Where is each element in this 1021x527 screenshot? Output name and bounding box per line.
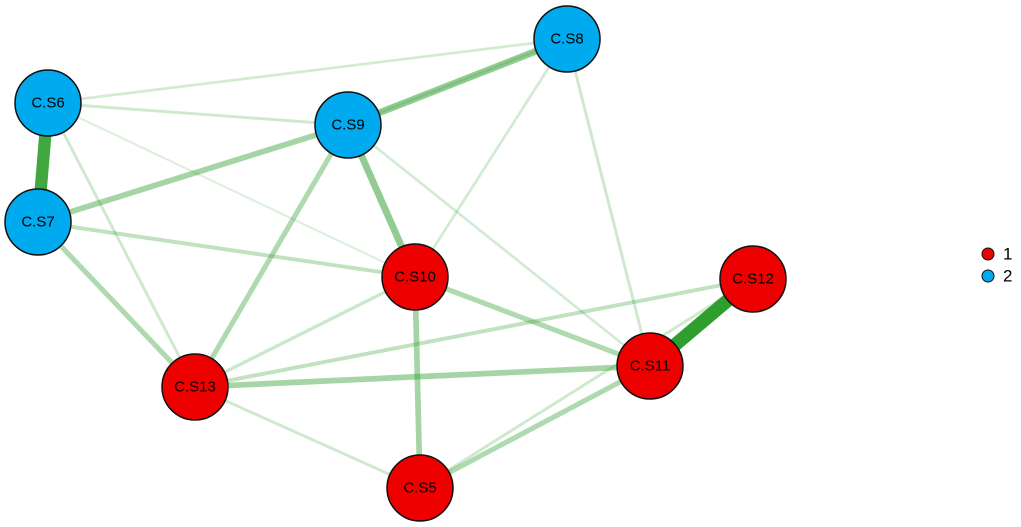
node-label: C.S8 [550, 31, 583, 48]
edge-c-s9-c-s11 [346, 123, 652, 368]
edge-c-s6-c-s8 [46, 37, 569, 105]
node-c-s12: C.S12 [719, 245, 787, 313]
node-circle [533, 5, 601, 73]
node-c-s5: C.S5 [386, 454, 454, 522]
edge-c-s10-c-s5 [412, 274, 423, 491]
edge-c-s6-c-s10 [46, 101, 417, 279]
legend-item-1: 1 [981, 245, 1012, 264]
node-c-s7: C.S7 [4, 188, 72, 256]
edge-c-s7-c-s9 [35, 122, 351, 225]
edge-c-s9-c-s13 [192, 122, 351, 390]
node-circle [314, 91, 382, 159]
edge-c-s8-c-s10 [413, 37, 569, 279]
node-c-s10: C.S10 [381, 243, 449, 311]
node-label: C.S11 [630, 358, 671, 375]
edge-c-s7-c-s13 [35, 219, 198, 390]
node-c-s11: C.S11 [616, 332, 684, 400]
legend-item-2: 2 [981, 267, 1012, 286]
edge-c-s9-c-s8 [344, 35, 571, 129]
edge-c-s10-c-s11 [412, 274, 653, 369]
node-c-s6: C.S6 [14, 69, 82, 137]
node-circle [161, 353, 229, 421]
node-circle [616, 332, 684, 400]
node-label: C.S9 [331, 117, 364, 134]
edge-c-s5-c-s11 [417, 363, 653, 491]
node-label: C.S5 [403, 480, 436, 497]
node-label: C.S7 [21, 214, 54, 231]
legend-swatch [981, 247, 995, 261]
node-label: C.S12 [732, 271, 774, 288]
edge-c-s13-c-s10 [193, 275, 417, 389]
node-label: C.S6 [31, 95, 64, 112]
edge-c-s6-c-s13 [46, 101, 197, 389]
node-c-s13: C.S13 [161, 353, 229, 421]
edge-c-s8-c-s9 [346, 37, 569, 127]
node-c-s9: C.S9 [314, 91, 382, 159]
edge-c-s13-c-s11 [192, 363, 653, 390]
node-circle [4, 188, 72, 256]
edge-c-s6-c-s9 [46, 101, 350, 127]
legend-label: 2 [1003, 267, 1012, 286]
node-circle [381, 243, 449, 311]
node-label: C.S13 [174, 379, 216, 396]
node-circle [386, 454, 454, 522]
edge-c-s5-c-s12 [418, 277, 755, 490]
node-label: C.S10 [394, 269, 436, 286]
node-circle [14, 69, 82, 137]
edge-c-s13-c-s5 [193, 385, 422, 490]
legend: 12 [981, 245, 1012, 286]
node-c-s8: C.S8 [533, 5, 601, 73]
edge-c-s7-c-s10 [36, 220, 417, 279]
node-circle [719, 245, 787, 313]
edge-c-s13-c-s12 [193, 277, 755, 389]
legend-swatch [981, 269, 995, 283]
edge-c-s8-c-s11 [565, 37, 652, 368]
edges-layer [31, 35, 760, 491]
legend-label: 1 [1003, 245, 1012, 264]
